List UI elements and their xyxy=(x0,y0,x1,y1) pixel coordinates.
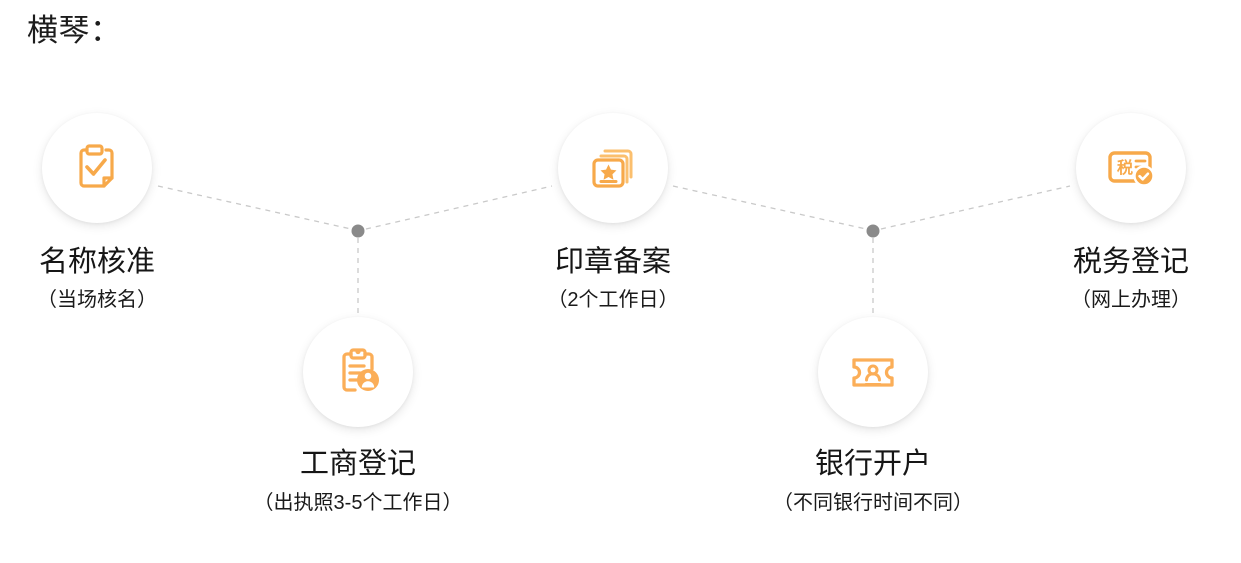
flow-step-2[interactable]: 工商登记 （出执照3-5个工作日） xyxy=(243,317,473,516)
step-2-label: 工商登记 xyxy=(299,448,416,480)
step-1-label: 名称核准 xyxy=(38,246,155,278)
step-2-icon-circle xyxy=(303,317,413,427)
step-4-sub: （不同银行时间不同） xyxy=(773,492,973,514)
step-3-sub: （2个工作日） xyxy=(547,289,679,311)
step-5-label: 税务登记 xyxy=(1072,246,1189,278)
ticket-person-icon xyxy=(845,344,901,400)
step-5-icon-circle: 税 xyxy=(1076,113,1186,223)
flow-step-1[interactable]: 名称核准 （当场核名） xyxy=(0,113,212,313)
step-4-label: 银行开户 xyxy=(814,448,931,480)
step-1-icon-circle xyxy=(42,113,152,223)
junction-dot-right xyxy=(866,224,880,238)
junction-dot-left xyxy=(351,224,365,238)
flow-step-3[interactable]: 印章备案 （2个工作日） xyxy=(498,113,728,313)
tax-card-check-icon: 税 xyxy=(1102,139,1160,197)
page-title: 横琴： xyxy=(27,13,122,48)
clipboard-check-icon xyxy=(69,140,125,196)
svg-text:税: 税 xyxy=(1117,158,1133,177)
step-2-sub: （出执照3-5个工作日） xyxy=(253,492,463,514)
step-1-sub: （当场核名） xyxy=(37,289,157,311)
flow-step-4[interactable]: 银行开户 （不同银行时间不同） xyxy=(758,317,988,516)
clipboard-person-icon xyxy=(330,344,386,400)
step-4-icon-circle xyxy=(818,317,928,427)
step-3-icon-circle xyxy=(558,113,668,223)
step-3-label: 印章备案 xyxy=(554,246,671,278)
step-5-sub: （网上办理） xyxy=(1071,289,1191,311)
flow-step-5[interactable]: 税 税务登记 （网上办理） xyxy=(1016,113,1241,313)
documents-star-icon xyxy=(585,140,641,196)
